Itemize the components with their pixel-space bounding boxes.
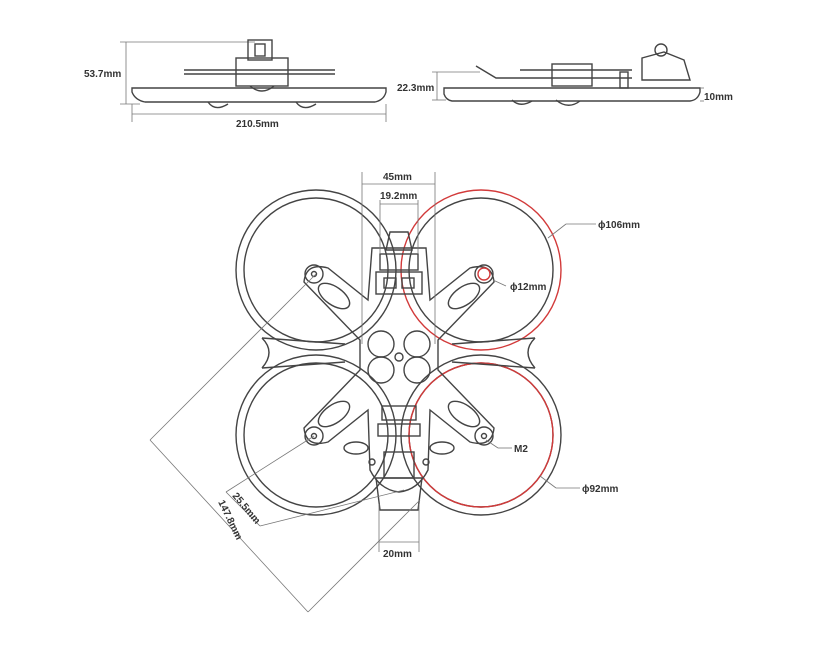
duct-inner-label: ϕ92mm [582, 484, 619, 495]
side-view-front: 53.7mm 210.5mm [84, 39, 387, 130]
duct-inner-highlight [408, 362, 554, 508]
duct-outer-highlight [400, 189, 562, 351]
guard-height-label: 22.3mm [397, 83, 434, 94]
side-view-side: 22.3mm 10mm [397, 43, 733, 106]
duct-outer-label: ϕ106mm [598, 220, 640, 231]
length-label: 210.5mm [236, 119, 279, 130]
plate-label: 10mm [704, 92, 733, 103]
height-label: 53.7mm [84, 69, 121, 80]
motor-mount-label: ϕ12mm [510, 282, 547, 293]
top-view: 45mm 19.2mm ϕ106mm ϕ12mm M2 ϕ92mm 147.8m… [149, 172, 640, 613]
screw-label: M2 [514, 444, 528, 455]
top-width-label: 45mm [383, 172, 412, 183]
inner-width-label: 19.2mm [380, 191, 417, 202]
bottom-width-label: 20mm [383, 549, 412, 560]
